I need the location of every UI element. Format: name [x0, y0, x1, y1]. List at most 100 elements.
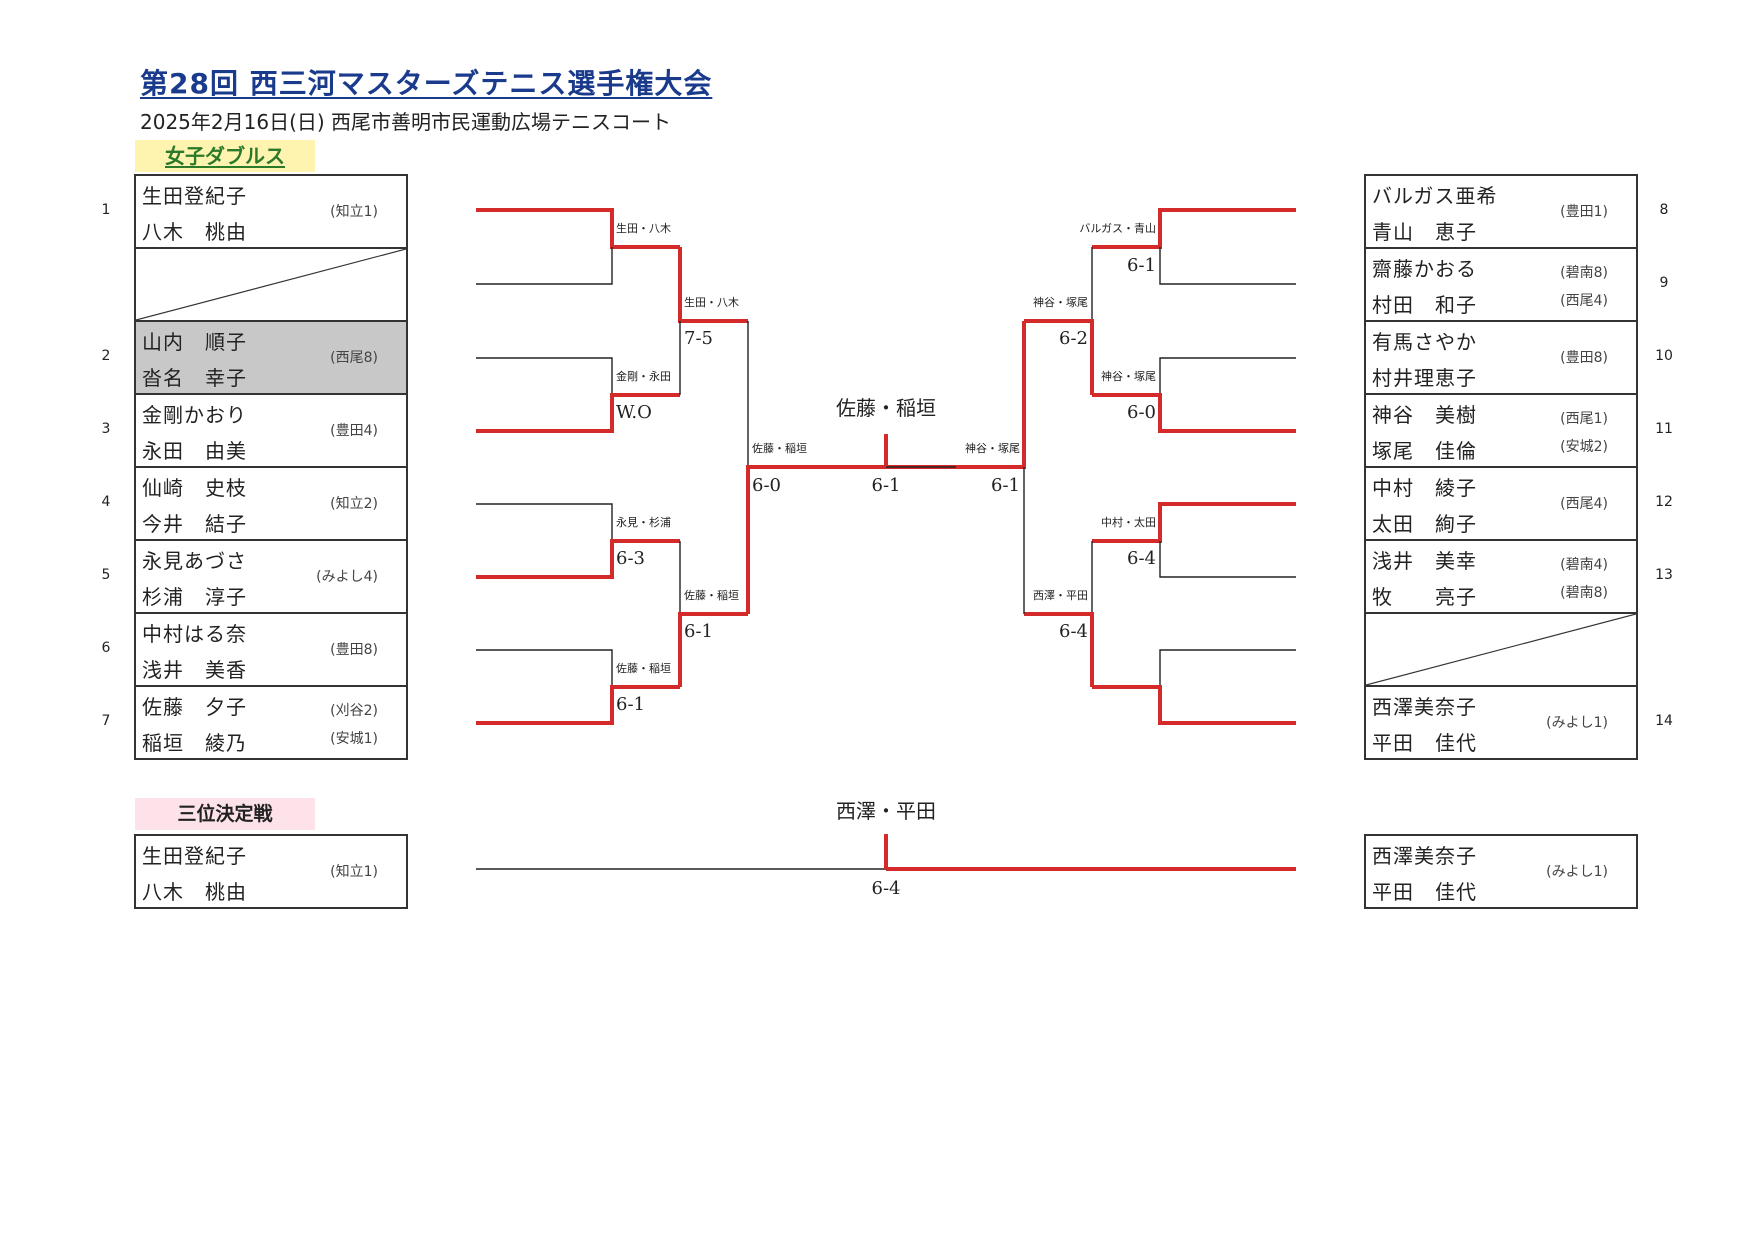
- category-label: 女子ダブルス: [135, 140, 315, 172]
- club-label: (豊田1): [1560, 204, 1608, 220]
- right-entry-2: 齋藤かおる村田 和子 (碧南8) (西尾4): [1364, 247, 1638, 322]
- club-label: (みよし4): [316, 569, 378, 585]
- player-name-2: 平田 佳代: [1372, 880, 1477, 904]
- left-r2-m2-win: [678, 612, 748, 687]
- left-r1-m2-winner: 金剛・永田: [616, 369, 671, 383]
- right-r1-m1-winner: バルガス・青山: [1079, 222, 1156, 235]
- player-name-1: 山内 順子: [142, 330, 247, 354]
- third-right-entry: 西澤美奈子平田 佳代(みよし1): [1364, 834, 1638, 909]
- left-entry-3: 山内 順子沓名 幸子(西尾8): [134, 320, 408, 395]
- club-label: (豊田4): [330, 423, 378, 439]
- third-place-label: 三位決定戦: [135, 798, 315, 830]
- player-name-1: 永見あづさ: [142, 549, 247, 573]
- club-label: (みよし1): [1546, 864, 1608, 880]
- club-label-1: (西尾1): [1560, 411, 1608, 427]
- right-entry-6: 浅井 美幸牧 亮子 (碧南4)(碧南8): [1364, 539, 1638, 614]
- right-r2-m1-win: [1024, 319, 1094, 395]
- seed-number: 1: [101, 202, 111, 218]
- right-entry-1: バルガス亜希青山 恵子(豊田1): [1364, 174, 1638, 249]
- left-r2-m2-score: 6-1: [684, 621, 713, 642]
- right-r1-m2-winner: 神谷・塚尾: [1101, 369, 1156, 383]
- club-label: (豊田8): [330, 642, 378, 658]
- player-name-1: 西澤美奈子: [1372, 695, 1477, 719]
- club-label-1: (碧南4): [1560, 557, 1608, 573]
- club-label-1: (刈谷2): [330, 703, 378, 719]
- seed-number: 3: [101, 421, 111, 437]
- left-sf-winner: 佐藤・稲垣: [752, 441, 807, 455]
- player-name-2: 牧 亮子: [1372, 585, 1477, 609]
- club-label: (知立1): [330, 864, 378, 880]
- player-name-2: 八木 桃由: [142, 220, 247, 244]
- left-r1-m1-winner: 生田・八木: [616, 221, 671, 235]
- left-entry-2: [134, 247, 408, 322]
- seed-number: 13: [1655, 567, 1673, 583]
- player-name-2: 今井 結子: [142, 512, 247, 536]
- left-r1-m4-lose: [476, 649, 613, 687]
- player-name-1: 中村はる奈: [142, 622, 247, 646]
- bye-slash: [1366, 614, 1636, 685]
- left-r1-m1-win: [476, 208, 680, 249]
- page-title: 第28回 西三河マスターズテニス選手権大会: [140, 67, 713, 100]
- seed-number: 8: [1659, 202, 1669, 218]
- right-r2-m1-winner: 神谷・塚尾: [1033, 295, 1088, 309]
- left-sf-score: 6-0: [752, 475, 781, 496]
- left-r2-m2-winner: 佐藤・稲垣: [684, 588, 739, 602]
- left-r1-m3-win: [476, 539, 680, 579]
- left-entry-5: 仙崎 史枝今井 結子(知立2): [134, 466, 408, 541]
- player-name-2: 平田 佳代: [1372, 731, 1477, 755]
- club-label: (みよし1): [1546, 715, 1608, 731]
- right-sf-score: 6-1: [991, 475, 1020, 496]
- left-r1-m4-winner: 佐藤・稲垣: [616, 661, 671, 675]
- seed-number: 14: [1655, 713, 1673, 729]
- player-name-2: 村井理恵子: [1372, 366, 1477, 390]
- right-entry-8: 西澤美奈子平田 佳代 (みよし1): [1364, 685, 1638, 760]
- club-label-2: (西尾4): [1560, 293, 1608, 309]
- club-label-1: (碧南8): [1560, 265, 1608, 281]
- final-score: 6-1: [872, 475, 901, 496]
- right-entry-7: [1364, 612, 1638, 687]
- left-r1-m3-winner: 永見・杉浦: [616, 515, 671, 529]
- player-name-1: 金剛かおり: [142, 403, 247, 427]
- player-name-1: 仙崎 史枝: [142, 476, 247, 500]
- club-labels: (碧南4)(碧南8): [1560, 551, 1608, 607]
- seed-number: 12: [1655, 494, 1673, 510]
- right-r1-m1-lose: [1159, 247, 1296, 285]
- right-r2-m1-score: 6-2: [1059, 328, 1088, 349]
- player-name-2: 塚尾 佳倫: [1372, 439, 1477, 463]
- player-name-2: 浅井 美香: [142, 658, 247, 682]
- club-label: (豊田8): [1560, 350, 1608, 366]
- right-r1-m4-lose: [1159, 649, 1296, 687]
- seed-number: 4: [101, 494, 111, 510]
- right-r1-m2-win: [1092, 393, 1296, 433]
- right-r1-m3-win: [1092, 502, 1296, 543]
- seed-number: 2: [101, 348, 111, 364]
- player-name-1: 生田登紀子: [142, 184, 247, 208]
- club-labels: (刈谷2)(安城1): [330, 697, 378, 753]
- player-name-1: 神谷 美樹: [1372, 403, 1477, 427]
- left-r2-m1-win: [678, 247, 748, 323]
- right-entry-4: 神谷 美樹塚尾 佳倫 (西尾1) (安城2): [1364, 393, 1638, 468]
- player-name-2: 永田 由美: [142, 439, 247, 463]
- player-name-1: 生田登紀子: [142, 844, 247, 868]
- player-name-1: 齋藤かおる: [1372, 257, 1477, 281]
- left-r1-m2-win: [476, 393, 680, 433]
- left-entry-6: 永見あづさ杉浦 淳子(みよし4): [134, 539, 408, 614]
- right-r2-m2-winner: 西澤・平田: [1033, 589, 1088, 602]
- player-name-1: 浅井 美幸: [1372, 549, 1477, 573]
- player-name-2: 八木 桃由: [142, 880, 247, 904]
- left-r1-m2-score: W.O: [616, 402, 652, 423]
- club-label: (西尾4): [1560, 496, 1608, 512]
- player-name-2: 稲垣 綾乃: [142, 731, 247, 755]
- player-name-2: 村田 和子: [1372, 293, 1477, 317]
- third-place-score: 6-4: [872, 878, 901, 899]
- left-r1-m1-lose: [476, 247, 613, 285]
- club-labels: (碧南8) (西尾4): [1560, 259, 1608, 315]
- bye-slash: [136, 249, 406, 320]
- left-r2-m1-winner: 生田・八木: [684, 295, 739, 309]
- left-r1-m2-lose: [476, 357, 613, 395]
- champion-name: 佐藤・稲垣: [836, 396, 936, 420]
- right-sf-winner: 神谷・塚尾: [965, 441, 1020, 455]
- left-r1-m3-score: 6-3: [616, 548, 645, 569]
- club-label-2: (安城2): [1560, 439, 1608, 455]
- player-name-2: 太田 絢子: [1372, 512, 1477, 536]
